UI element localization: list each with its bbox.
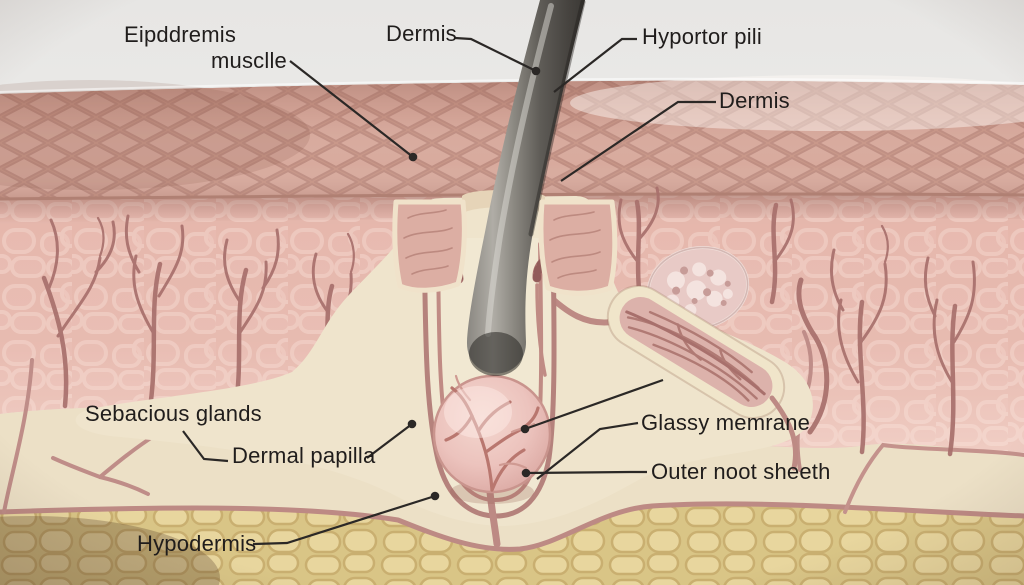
leader-dot-outer-root-sheath bbox=[521, 468, 531, 478]
leader-line-dermal-papilla bbox=[366, 423, 413, 459]
leader-dot-hypodermis bbox=[430, 491, 440, 501]
leader-line-arrector-pili bbox=[553, 37, 637, 93]
leader-dot-dermis-top bbox=[531, 66, 541, 76]
leader-line-epidermis-muscle bbox=[289, 60, 414, 158]
leader-lines-layer bbox=[182, 36, 716, 546]
leader-dot-bulb-gland-connector bbox=[520, 424, 530, 434]
leader-line-outer-root-sheath bbox=[526, 470, 647, 475]
leader-dot-epidermis-muscle bbox=[408, 152, 418, 162]
leader-line-dermis-right bbox=[560, 100, 716, 182]
leader-line-bulb-gland-connector bbox=[524, 378, 664, 431]
leader-line-dermis-top bbox=[454, 36, 537, 72]
leader-line-hypodermis bbox=[252, 494, 436, 546]
leader-line-sebaceous-glands bbox=[182, 430, 229, 463]
leader-line-glassy-membrane bbox=[536, 421, 639, 480]
leader-dot-dermal-papilla bbox=[407, 419, 417, 429]
